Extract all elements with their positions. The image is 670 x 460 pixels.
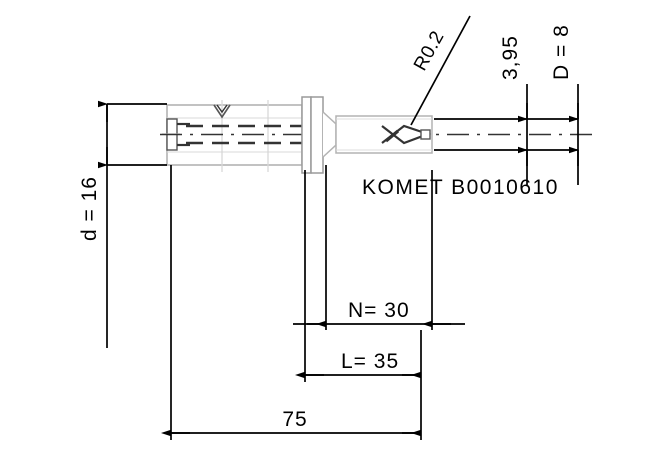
dimension-overall-length: 75 xyxy=(161,165,422,440)
tool-flange xyxy=(301,96,324,174)
dimension-tip: 3,95 xyxy=(434,35,578,185)
v-notch-inner xyxy=(216,104,228,114)
cutting-tip xyxy=(381,124,432,145)
flange-plate-right xyxy=(310,96,324,174)
tool-shank xyxy=(166,100,303,172)
tool-neck xyxy=(335,115,433,154)
callout-corner-radius: R0.2 xyxy=(410,15,471,126)
tool-geometry xyxy=(160,96,600,174)
neck-outline xyxy=(335,115,433,154)
dimension-shank-diameter: d = 16 xyxy=(78,100,167,348)
hidden-bore-lines xyxy=(186,124,432,145)
dimension-label-tip: 3,95 xyxy=(499,35,522,80)
dimension-label-overall-length: 75 xyxy=(282,408,307,431)
tip-cutting-edge xyxy=(384,129,400,143)
dimension-cutting-diameter: D = 8 xyxy=(550,24,579,185)
dimension-flute-length: L= 35 xyxy=(295,170,422,382)
part-identification-label: KOMET B0010610 xyxy=(362,176,559,199)
leader-line-radius xyxy=(410,15,471,126)
dimension-neck-length: N= 30 xyxy=(293,165,465,330)
dimension-label-neck-length: N= 30 xyxy=(348,299,410,322)
dimension-label-cutting-diameter: D = 8 xyxy=(550,24,573,80)
shank-outline xyxy=(166,104,303,166)
taper-outline xyxy=(322,111,337,158)
tool-taper xyxy=(322,111,337,158)
dimension-label-shank-diameter: d = 16 xyxy=(78,176,101,241)
v-notch-mark xyxy=(213,104,231,119)
flange-plate-left xyxy=(301,96,312,174)
dimension-label-flute-length: L= 35 xyxy=(341,350,399,373)
tip-insert-seat xyxy=(420,129,431,140)
